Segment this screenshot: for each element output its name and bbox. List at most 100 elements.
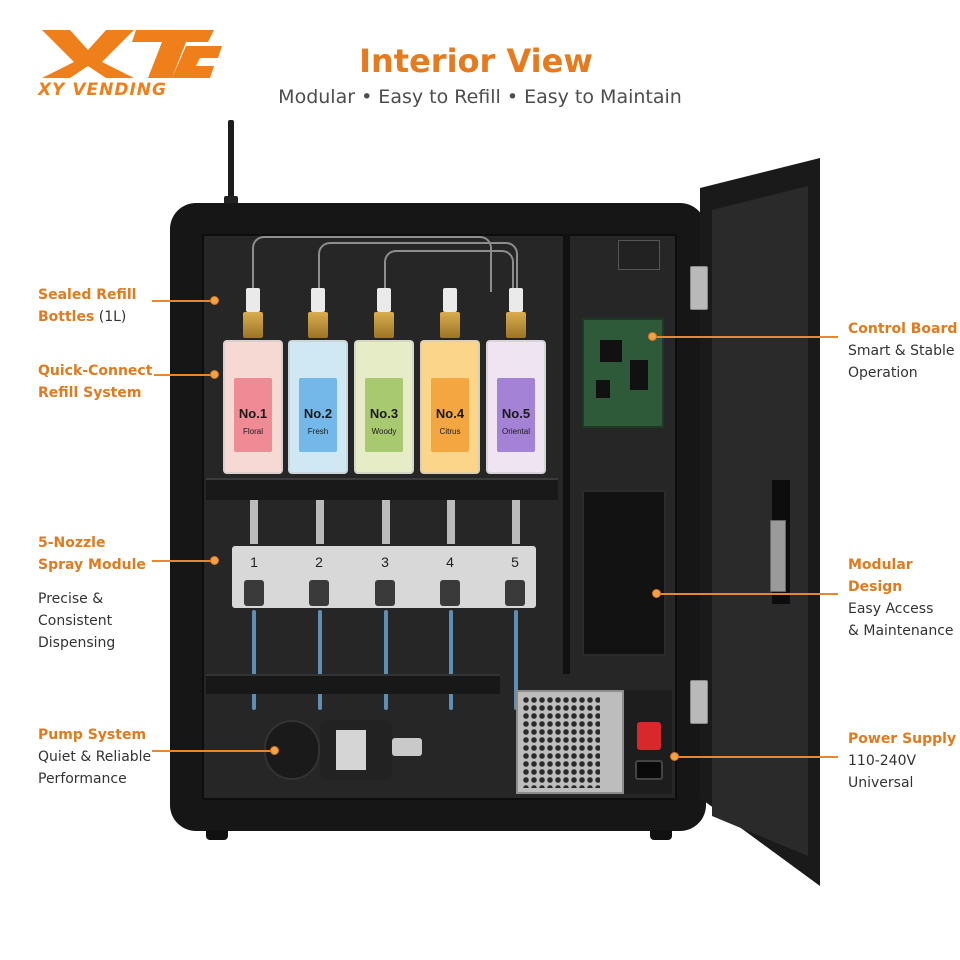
refill-tube	[318, 242, 518, 290]
callout-desc: Easy Access	[848, 601, 934, 617]
latch-plate	[770, 520, 786, 592]
nozzle-port	[244, 580, 264, 606]
callout-desc: Operation	[848, 365, 918, 381]
board-chip	[630, 360, 648, 390]
callout-title: Refill System	[38, 385, 142, 401]
callout-desc: Performance	[38, 771, 127, 787]
pump-shelf	[206, 674, 500, 694]
bottle-name: Fresh	[307, 427, 329, 436]
power-socket	[635, 760, 663, 780]
bottle-neck	[506, 312, 526, 338]
pump-line	[384, 610, 388, 710]
board-chip	[596, 380, 610, 398]
pump-line	[449, 610, 453, 710]
bottle-number: No.5	[501, 406, 531, 421]
bottle-number: No.1	[238, 406, 268, 421]
pump-outlet	[392, 738, 422, 756]
refill-tube	[252, 236, 492, 292]
callout-desc: Dispensing	[38, 635, 116, 651]
leader-line	[152, 560, 214, 562]
bottle-label: No.5 Oriental	[497, 378, 535, 452]
nozzle-number: 5	[511, 554, 519, 570]
leader-line	[656, 593, 838, 595]
leader-line	[674, 756, 838, 758]
bottle-label: No.4 Citrus	[431, 378, 469, 452]
quick-connect-fitting	[377, 288, 391, 312]
callout-desc: Quiet & Reliable	[38, 749, 152, 765]
relay	[618, 240, 660, 270]
cabinet-foot	[650, 830, 672, 840]
quick-connect-fitting	[311, 288, 325, 312]
brand-name: XY VENDING	[38, 80, 167, 100]
callout-title: Quick-Connect	[38, 363, 153, 379]
bottle-shelf	[206, 478, 558, 500]
callout-title: Bottles	[38, 309, 95, 325]
callout-title: Spray Module	[38, 557, 146, 573]
callout-desc: & Maintenance	[848, 623, 954, 639]
quick-connect-fitting	[443, 288, 457, 312]
nozzle-number: 3	[381, 554, 389, 570]
feed-line	[250, 500, 258, 544]
bottle-number: No.2	[303, 406, 333, 421]
callout-desc: Consistent	[38, 613, 113, 629]
door-hinge	[690, 266, 708, 310]
callout-title: Modular	[848, 557, 913, 573]
callout-dot	[270, 746, 279, 755]
callout-title: Pump System	[38, 727, 147, 743]
leader-line	[152, 750, 274, 752]
door-hinge	[690, 680, 708, 724]
brand-logo	[42, 30, 222, 78]
psu-vent	[522, 696, 600, 788]
bottle-number: No.4	[435, 406, 465, 421]
callout-title: 5-Nozzle	[38, 535, 106, 551]
bottle-label: No.2 Fresh	[299, 378, 337, 452]
nozzle-number: 2	[315, 554, 323, 570]
feed-line	[512, 500, 520, 544]
nozzle-port	[309, 580, 329, 606]
feed-line	[316, 500, 324, 544]
callout-dot	[210, 370, 219, 379]
bottle-label: No.3 Woody	[365, 378, 403, 452]
callout-title: Design	[848, 579, 903, 595]
callout-title: Control Board	[848, 321, 958, 337]
callout-title: Sealed Refill	[38, 287, 137, 303]
pump-line	[514, 610, 518, 710]
feed-line	[382, 500, 390, 544]
callout-spray-module: 5-Nozzle Spray Module Precise & Consiste…	[38, 532, 146, 654]
power-switch	[637, 722, 661, 750]
callout-modular-design: Modular Design Easy Access & Maintenance	[848, 554, 954, 642]
quick-connect-fitting	[509, 288, 523, 312]
callout-desc: 110-240V	[848, 753, 917, 769]
bottle-neck	[308, 312, 328, 338]
nozzle-port	[440, 580, 460, 606]
callout-dot	[210, 556, 219, 565]
controller-module	[582, 490, 666, 656]
feed-line	[447, 500, 455, 544]
callout-note: (1L)	[98, 309, 127, 325]
bottle-name: Woody	[371, 427, 397, 436]
callout-dot	[210, 296, 219, 305]
quick-connect-fitting	[246, 288, 260, 312]
nozzle-port	[375, 580, 395, 606]
nozzle-number: 4	[446, 554, 454, 570]
nozzle-port	[505, 580, 525, 606]
page-title: Interior View	[359, 42, 593, 80]
bottle-neck	[374, 312, 394, 338]
callout-quick-connect: Quick-Connect Refill System	[38, 360, 152, 404]
callout-desc: Smart & Stable	[848, 343, 955, 359]
leader-line	[652, 336, 838, 338]
cabinet-door-panel	[712, 186, 808, 856]
bottle-name: Citrus	[439, 427, 461, 436]
bottle-label: No.1 Floral	[234, 378, 272, 452]
callout-dot	[670, 752, 679, 761]
refill-tube	[384, 250, 514, 290]
page-subtitle: Modular • Easy to Refill • Easy to Maint…	[278, 86, 682, 108]
pump-label	[336, 730, 366, 770]
callout-dot	[648, 332, 657, 341]
pump-line	[252, 610, 256, 710]
bottle-name: Oriental	[501, 427, 530, 436]
callout-control-board: Control Board Smart & Stable Operation	[848, 318, 957, 384]
callout-dot	[652, 589, 661, 598]
cabinet-foot	[206, 830, 228, 840]
